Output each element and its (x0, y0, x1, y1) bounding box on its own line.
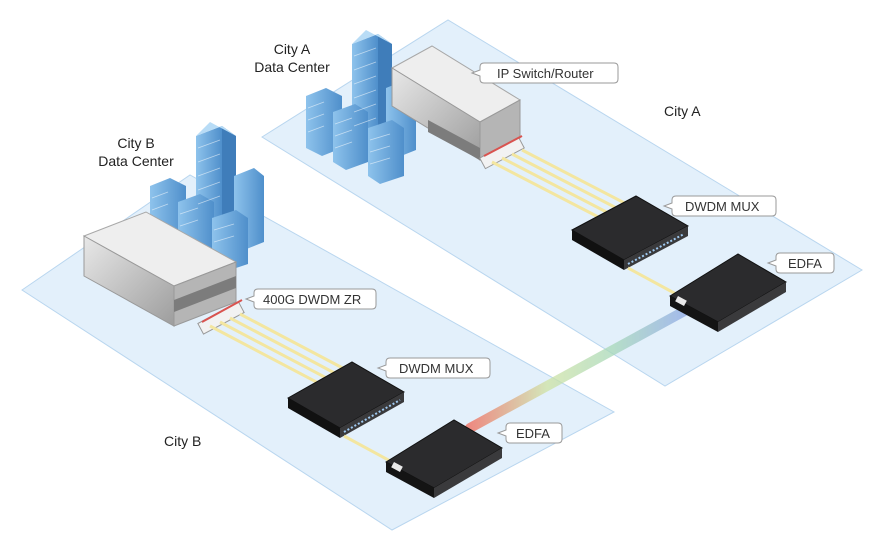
city-b-data-center-line1: City B (117, 135, 155, 151)
city-a-buildings (306, 30, 416, 184)
callout-400g-dwdm-zr: 400G DWDM ZR (244, 288, 377, 310)
city-a-data-center-line1: City A (273, 41, 311, 57)
callout-edfa-a: EDFA (766, 252, 835, 274)
city-a-region-label: City A (664, 103, 701, 119)
callout-dwdm-mux-a-label: DWDM MUX (685, 199, 760, 214)
city-b-transceivers (197, 299, 245, 335)
callout-ip-switch-router: IP Switch/Router (470, 62, 619, 84)
city-a-data-center-label: City A Data Center (240, 40, 344, 76)
city-a-data-center-line2: Data Center (254, 59, 330, 75)
edfa-a-device (669, 253, 787, 332)
long-haul-fiber-link (465, 303, 695, 433)
city-b-data-center-label: City B Data Center (84, 134, 188, 170)
city-b-region-label: City B (164, 433, 202, 449)
callout-dwdm-mux-b-label: DWDM MUX (399, 361, 474, 376)
callout-dwdm-mux-b: DWDM MUX (376, 357, 491, 379)
callout-400g-dwdm-zr-label: 400G DWDM ZR (263, 292, 361, 307)
callout-edfa-b: EDFA (496, 422, 563, 444)
dwdm-mux-a-device (570, 195, 690, 270)
city-b-fibers-chassis-to-mux (209, 312, 355, 388)
city-b-fiber-mux-to-edfa (343, 434, 393, 464)
callout-dwdm-mux-a: DWDM MUX (662, 195, 777, 217)
city-b-chassis-device (82, 211, 238, 327)
dwdm-mux-b-device (286, 361, 406, 438)
city-a-fiber-mux-to-edfa (627, 266, 677, 296)
edfa-b-device (385, 419, 503, 498)
city-a-fibers-router-to-mux (491, 148, 639, 224)
callout-edfa-b-label: EDFA (516, 426, 550, 441)
city-b-data-center-line2: Data Center (98, 153, 174, 169)
ip-switch-router-device (391, 45, 521, 161)
callout-edfa-a-label: EDFA (788, 256, 822, 271)
callout-ip-switch-router-label: IP Switch/Router (497, 66, 594, 81)
